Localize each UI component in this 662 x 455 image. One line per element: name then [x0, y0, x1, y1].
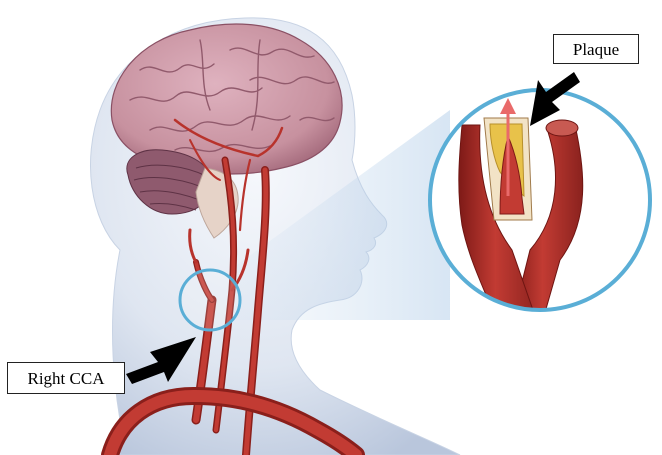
magnified-view — [430, 90, 650, 330]
right-cca-label: Right CCA — [7, 362, 125, 394]
neck-highlight-ring — [180, 270, 240, 330]
plaque-label: Plaque — [553, 34, 639, 64]
